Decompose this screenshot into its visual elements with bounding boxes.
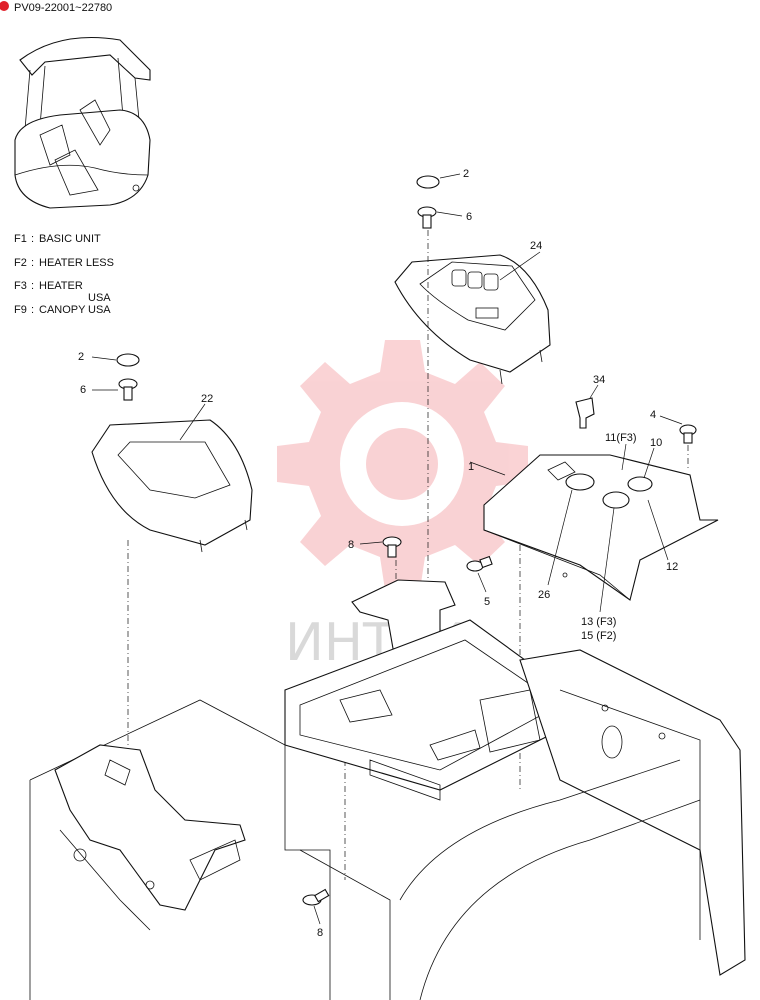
cap-part-2-top [416, 175, 440, 189]
callout-22: 22 [201, 393, 213, 405]
legend-text-f2: HEATER LESS [39, 257, 114, 269]
callout-2-top: 2 [463, 168, 469, 180]
callout-2-left: 2 [78, 351, 84, 363]
console-panel-part-1 [483, 454, 719, 601]
callout-15: 15 (F2) [581, 630, 616, 642]
callout-5: 5 [484, 596, 490, 608]
svg-text::: : [31, 304, 34, 316]
screw-part-8-mid [382, 536, 402, 558]
callout-13: 13 (F3) [581, 616, 616, 628]
callout-6-left: 6 [80, 384, 86, 396]
legend-code-f1: F1 [14, 233, 27, 245]
legend-text-f1: BASIC UNIT [39, 233, 101, 245]
lever-assembly [54, 744, 246, 931]
screw-part-6-top [417, 206, 437, 229]
legend-sub-f9: USA [88, 304, 111, 316]
watermark-logo [277, 340, 528, 590]
callout-6-top: 6 [466, 211, 472, 223]
svg-text::: : [31, 280, 34, 292]
callout-34: 34 [593, 374, 605, 386]
svg-text::: : [31, 233, 34, 245]
callout-26: 26 [538, 589, 550, 601]
cover-part-22 [91, 419, 253, 553]
legend-code-f9: F9 [14, 304, 27, 316]
screw-part-8-bottom [302, 888, 330, 906]
callout-11: 11(F3) [605, 432, 637, 444]
callout-10: 10 [650, 437, 662, 449]
header-title: PV09-22001~22780 [14, 2, 112, 14]
cap-part-2-left [116, 353, 140, 367]
legend-code-f2: F2 [14, 257, 27, 269]
svg-text::: : [31, 257, 34, 269]
base-frame-assembly [29, 619, 746, 1000]
callout-8-mid: 8 [348, 539, 354, 551]
switch-part-26 [565, 473, 595, 491]
callout-12: 12 [666, 561, 678, 573]
callout-4: 4 [650, 409, 656, 421]
legend: F1 : BASIC UNIT F2 : HEATER LESS F3 : HE… [14, 233, 114, 316]
callout-24: 24 [530, 240, 542, 252]
screw-part-4 [679, 424, 697, 444]
callout-8-bottom: 8 [317, 927, 323, 939]
machine-thumbnail [14, 36, 151, 209]
legend-sub-f3: USA [88, 292, 111, 304]
key-part-34 [575, 397, 595, 429]
header-marker-icon [0, 1, 9, 11]
screw-part-5 [466, 555, 493, 572]
screw-part-6-left [118, 378, 138, 401]
callout-1: 1 [468, 461, 474, 473]
legend-code-f3: F3 [14, 280, 27, 292]
monitor-panel-part-24 [394, 254, 551, 385]
legend-text-f9: CANOPY [39, 304, 86, 316]
legend-text-f3: HEATER [39, 280, 83, 292]
